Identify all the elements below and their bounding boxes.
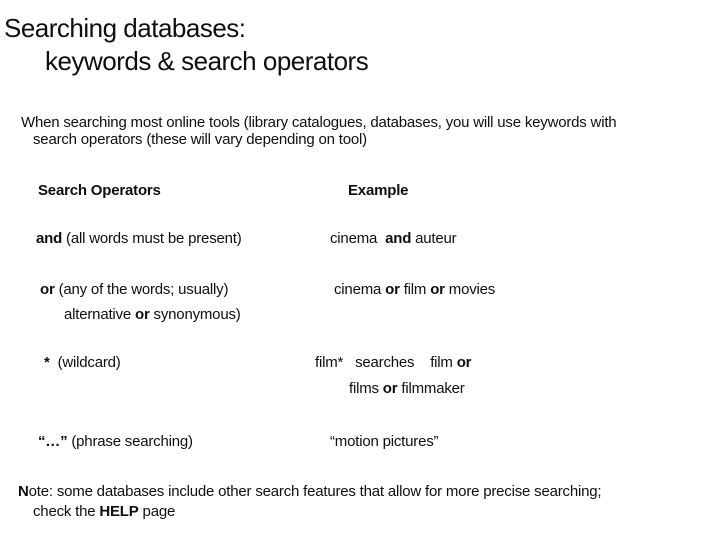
column-header-search-operators: Search Operators [38, 182, 161, 199]
operator-and-label: and (all words must be present) [36, 230, 242, 247]
note-line-1: Note: some databases include other searc… [18, 483, 602, 500]
operator-and-example: cinema and auteur [330, 230, 457, 247]
intro-paragraph-line-2: search operators (these will vary depend… [33, 131, 367, 148]
operator-or-label-line-2: alternative or synonymous) [64, 306, 241, 323]
slide-title-line-1: Searching databases: [4, 13, 246, 43]
operator-wildcard-label: * (wildcard) [44, 354, 121, 371]
operator-wildcard-example-line-1: film* searches film or [315, 354, 472, 371]
operator-wildcard-example-line-2: films or filmmaker [349, 380, 465, 397]
operator-phrase-label: “…” (phrase searching) [38, 433, 193, 450]
slide-title-line-2: keywords & search operators [45, 46, 369, 76]
column-header-example: Example [348, 182, 409, 199]
operator-or-label-line-1: or (any of the words; usually) [40, 281, 229, 298]
intro-paragraph-line-1: When searching most online tools (librar… [21, 114, 617, 131]
operator-or-example: cinema or film or movies [334, 281, 496, 298]
note-line-2: check the HELP page [33, 503, 176, 520]
operator-phrase-example: “motion pictures” [330, 433, 439, 450]
